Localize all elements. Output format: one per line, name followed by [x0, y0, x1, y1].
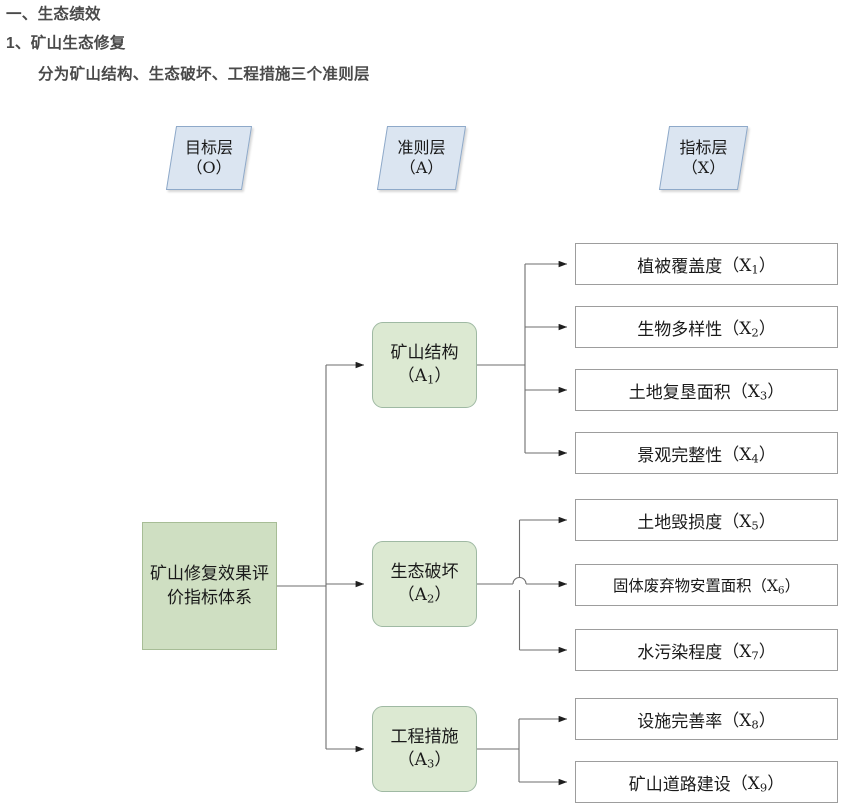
layer-header-criteria: 准则层 （A） — [376, 126, 467, 190]
heading-line-2: 1、矿山生态修复 — [6, 35, 126, 52]
indicator-node-x5-code: （X5） — [722, 512, 776, 533]
criteria-node-a2-code: （A2） — [397, 584, 452, 606]
indicator-node-x5[interactable]: 土地毁损度 （X5） — [575, 499, 838, 541]
indicator-node-x9-code: （X9） — [730, 774, 785, 795]
indicator-node-x9-label: 矿山道路建设 — [628, 774, 731, 795]
indicator-node-x8[interactable]: 设施完善率 （X8） — [575, 698, 838, 740]
heading-line-1: 一、生态绩效 — [6, 6, 101, 23]
indicator-node-x7-code: （X7） — [722, 642, 776, 663]
criteria-node-a1[interactable]: 矿山结构 （A1） — [372, 322, 477, 408]
criteria-node-a3-code: （A3） — [397, 749, 452, 771]
criteria-node-a1-code: （A1） — [397, 365, 452, 387]
heading-line-3: 分为矿山结构、生态破坏、工程措施三个准则层 — [38, 66, 370, 83]
layer-header-indicator: 指标层 （X） — [658, 126, 749, 190]
indicator-node-x4-label: 景观完整性 — [637, 445, 723, 466]
indicator-node-x5-label: 土地毁损度 — [637, 512, 723, 533]
indicator-node-x7[interactable]: 水污染程度 （X7） — [575, 629, 838, 671]
indicator-node-x2-label: 生物多样性 — [637, 319, 723, 340]
indicator-node-x2[interactable]: 生物多样性 （X2） — [575, 306, 838, 348]
criteria-node-a2[interactable]: 生态破坏 （A2） — [372, 541, 477, 627]
layer-header-criteria-name: 准则层 — [397, 137, 446, 157]
wire-a2-hop — [512, 576, 527, 585]
indicator-node-x9[interactable]: 矿山道路建设 （X9） — [575, 761, 838, 803]
indicator-node-x4[interactable]: 景观完整性 （X4） — [575, 432, 838, 474]
layer-header-criteria-code: （A） — [399, 158, 444, 177]
criteria-node-a3[interactable]: 工程措施 （A3） — [372, 706, 477, 792]
goal-node[interactable]: 矿山修复效果评价指标体系 — [142, 522, 277, 650]
layer-header-goal-name: 目标层 — [184, 137, 233, 157]
indicator-node-x6-label: 固体废弃物安置面积 — [613, 577, 752, 595]
indicator-node-x1-code: （X1） — [722, 256, 776, 277]
layer-header-indicator-code: （X） — [681, 158, 726, 177]
indicator-node-x1[interactable]: 植被覆盖度 （X1） — [575, 243, 838, 285]
layer-header-indicator-name: 指标层 — [679, 137, 728, 157]
indicator-node-x6[interactable]: 固体废弃物安置面积 （X6） — [575, 564, 838, 606]
indicator-node-x1-label: 植被覆盖度 — [637, 256, 723, 277]
layer-header-goal-code: （O） — [186, 158, 232, 177]
criteria-node-a3-label: 工程措施 — [390, 727, 459, 748]
goal-node-label: 矿山修复效果评价指标体系 — [150, 563, 269, 608]
indicator-node-x3[interactable]: 土地复垦面积 （X3） — [575, 369, 838, 411]
indicator-node-x3-label: 土地复垦面积 — [628, 382, 731, 403]
indicator-node-x6-code: （X6） — [751, 576, 800, 597]
indicator-node-x2-code: （X2） — [722, 319, 776, 340]
indicator-node-x8-label: 设施完善率 — [637, 711, 723, 732]
indicator-node-x3-code: （X3） — [730, 382, 785, 403]
indicator-node-x8-code: （X8） — [722, 711, 776, 732]
layer-header-goal: 目标层 （O） — [165, 126, 253, 190]
criteria-node-a1-label: 矿山结构 — [390, 343, 459, 364]
indicator-node-x4-code: （X4） — [722, 445, 776, 466]
indicator-node-x7-label: 水污染程度 — [637, 642, 723, 663]
criteria-node-a2-label: 生态破坏 — [390, 562, 459, 583]
